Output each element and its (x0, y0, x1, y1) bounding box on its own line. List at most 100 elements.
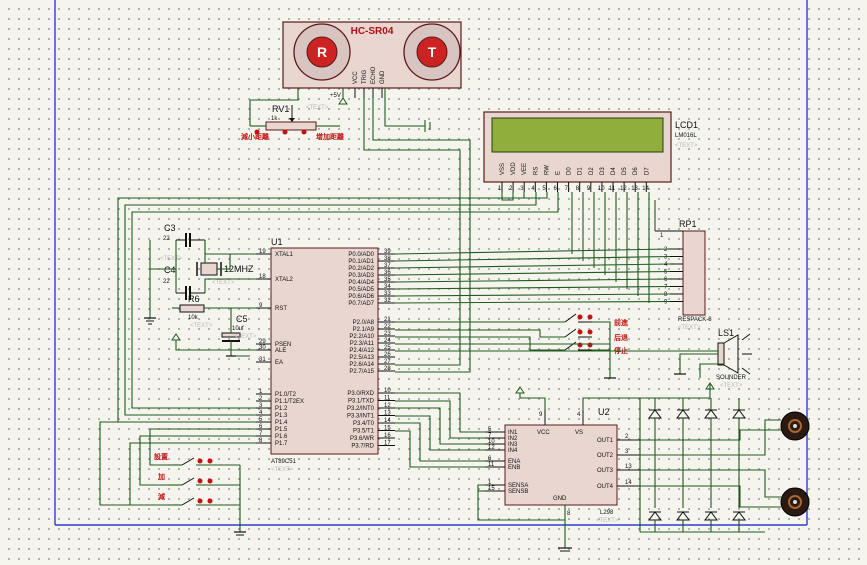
u1-pin-name: P2.5/A13 (349, 355, 374, 361)
u2-pin-number: 1 (488, 480, 492, 486)
lcd-pin-number: 9 (587, 186, 591, 192)
crystal-value: 12MHZ (224, 264, 254, 274)
sensor-title: HC-SR04 (351, 26, 394, 37)
u1-pin-name: P0.4/AD4 (348, 280, 374, 286)
rp1-pin-number: 8 (664, 292, 668, 298)
lcd-pin-number: 10 (598, 186, 605, 192)
ls1-text: <TEXT> (720, 383, 743, 389)
switch-label: 減 (158, 492, 165, 501)
motor-2[interactable] (780, 487, 810, 517)
switch-1[interactable]: 前進 (564, 313, 628, 327)
lcd-pin-label: D6 (633, 167, 639, 175)
rv1-left-button[interactable] (254, 129, 260, 135)
lcd-ref: LCD1 (675, 120, 698, 130)
lcd-text: <TEXT> (675, 143, 698, 149)
u1-pin-number: 4 (259, 410, 263, 416)
setting-switch-1[interactable]: 設置 (154, 452, 240, 466)
u1-pin-name: P1.6 (275, 434, 288, 440)
u2-text: <TEXT> (596, 518, 619, 524)
u1-pin-number: 16 (384, 433, 391, 439)
rp1-text: <TEXT> (678, 325, 701, 331)
u1-text: <TEXT> (271, 467, 294, 473)
u2-pin-number: 13 (625, 464, 632, 470)
lcd-pin-label: D2 (589, 167, 595, 175)
setting-switch-2[interactable]: 加 (157, 472, 240, 486)
u1-pin-name: P3.5/T1 (353, 429, 375, 435)
c3-capacitor[interactable]: C3 22 <TEXT> (160, 223, 205, 262)
u2-ref: U2 (598, 407, 610, 417)
lcd-pin-label: D1 (578, 167, 584, 175)
rp1-pin-number: 6 (664, 277, 668, 283)
rp1-top-pin: 1 (660, 233, 664, 239)
u1-pin-name: EA (275, 360, 283, 366)
u1-pin-name: P1.3 (275, 413, 288, 419)
u1-pin-name: P0.0/AD0 (348, 252, 374, 258)
u1-pin-number: 18 (259, 274, 266, 280)
u1-pin-name: XTAL1 (275, 252, 294, 258)
u1-pin-name: XTAL2 (275, 277, 294, 283)
setting-switch-3[interactable]: 減 (158, 492, 240, 506)
lcd-pin-number: 2 (509, 186, 513, 192)
rp1-pin-number: 3 (664, 255, 668, 261)
u2-pin-name: SENSA (508, 483, 528, 489)
u1-pin-name: P3.1/TXD (348, 399, 375, 405)
rp1-pin-number: 7 (664, 285, 668, 291)
c5-value: 10uf (232, 326, 244, 332)
switch-label: 前進 (614, 318, 628, 327)
u1-pin-number: 9 (259, 303, 263, 309)
lcd-pin-label: D3 (600, 167, 606, 175)
rv1-right-button[interactable] (301, 129, 307, 135)
lcd1-display[interactable]: LCD1 LM016L <TEXT> VSS1VDD2VEE3RS4RW5E6D… (483, 111, 698, 192)
u1-pin-name: RST (275, 306, 287, 312)
u1-pin-name: P1.4 (275, 420, 288, 426)
rv1-right-label: 增加距離 (316, 132, 344, 141)
u1-pin-name: P0.5/AD5 (348, 287, 374, 293)
u2-pin-name: IN2 (508, 436, 518, 442)
u1-pin-number: 8 (259, 438, 263, 444)
switch-2[interactable]: 后退 (564, 328, 628, 342)
u2-pin-name: OUT2 (597, 453, 614, 459)
c5-capacitor[interactable]: C5 10uf <TEXT> (221, 314, 257, 342)
lcd-pin-number: 11 (609, 186, 616, 192)
u2-pin-number: 7 (488, 433, 492, 439)
rv1-mid-button[interactable] (282, 129, 288, 135)
u1-pin-name: P0.1/AD1 (348, 259, 374, 265)
u1-pin-name: P2.0/A8 (353, 320, 375, 326)
ls1-sounder[interactable]: LS1 SOUNDER <TEXT> (674, 328, 752, 389)
sensor-r-disc (306, 36, 338, 68)
switch-label: 加 (157, 472, 165, 481)
motor-1[interactable] (780, 411, 810, 441)
lcd-pin-label: VSS (500, 163, 506, 175)
c4-capacitor[interactable]: C4 22 (163, 265, 205, 300)
c3-text: <TEXT> (160, 256, 183, 262)
u1-pin-name: P2.4/A12 (349, 348, 374, 354)
r6-resistor[interactable]: R6 10k <TEXT> (179, 294, 213, 329)
rp1-pin-number: 5 (664, 270, 668, 276)
u1-pin-number: 1 (259, 389, 263, 395)
u1-pin-number: 19 (259, 249, 266, 255)
sensor-pin-label: ECHO (371, 66, 377, 84)
rv1-text: <TEXT> (306, 105, 329, 111)
u2-pin-number: 11 (488, 462, 495, 468)
u1-pin-number: 23 (384, 331, 391, 337)
r6-value: 10k (188, 315, 199, 321)
u1-pin-name: P3.7/RD (351, 444, 374, 450)
r6-text: <TEXT> (190, 323, 213, 329)
u1-pin-number: 3 (259, 403, 263, 409)
crystal-12mhz[interactable]: 12MHZ <TEXT> (196, 262, 254, 286)
lcd-pin-label: D5 (622, 167, 628, 175)
u1-pin-number: 14 (384, 418, 391, 424)
c5-text: <TEXT> (234, 334, 257, 340)
rv1-potentiometer[interactable]: RV1 1k <TEXT> 減小距離 增加距離 (241, 104, 344, 141)
u2-pin-name: IN4 (508, 448, 518, 454)
r6-ref: R6 (188, 294, 200, 304)
lcd-pin-label: VDD (511, 162, 517, 175)
